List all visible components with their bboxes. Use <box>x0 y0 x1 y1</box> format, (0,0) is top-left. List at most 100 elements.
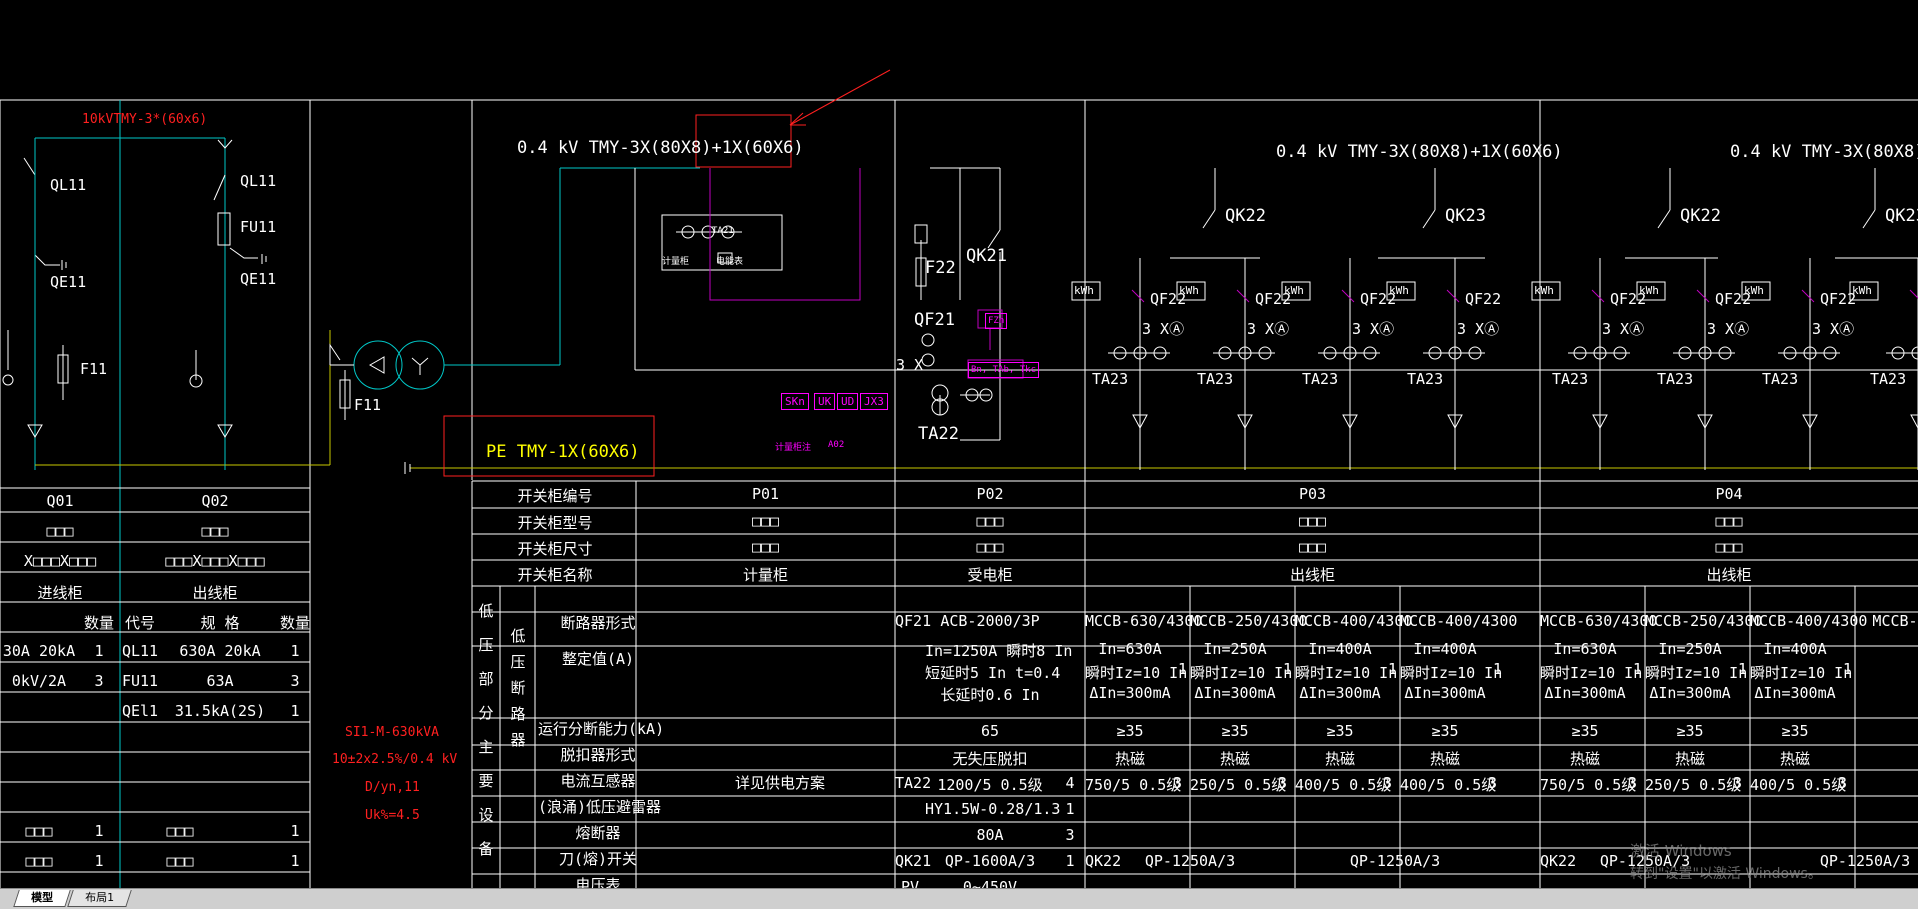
kwh-label: kWh <box>1389 284 1409 297</box>
p02-fuse: 80A <box>976 826 1004 844</box>
feeder-arrow <box>1447 414 1463 430</box>
ta23-label: TA23 <box>1407 370 1444 388</box>
header-value: □□□ <box>751 512 780 530</box>
meter-wire <box>709 168 861 301</box>
feeder-arrow <box>1132 414 1148 430</box>
header-value: □□□ <box>976 512 1004 530</box>
feeder-breaking: ≥35 <box>1781 722 1809 740</box>
red-note: 详见供电方案 <box>734 774 825 792</box>
delta-symbol <box>368 356 385 374</box>
table-cell: 30A 20kA <box>2 642 76 660</box>
p04-qk-code: QK22 <box>1540 852 1577 870</box>
table-cell: 1 <box>94 852 104 870</box>
feeder-setting: ΔIn=300mA <box>1089 684 1171 702</box>
ta23-label: TA23 <box>1870 370 1907 388</box>
qk-label: QK23 <box>1445 206 1486 226</box>
fu11-label: FU11 <box>240 218 277 236</box>
table-cell: FU11 <box>121 672 159 690</box>
kwh-box <box>1176 281 1206 301</box>
qk21-switch <box>987 229 1001 249</box>
item-label: 运行分断能力(kA) <box>538 720 665 738</box>
item-label: 脱扣器形式 <box>560 746 636 764</box>
p02-ta-code: TA22 <box>895 774 932 792</box>
table-cell: 1 <box>94 642 104 660</box>
feeder-ta: 400/5 0.5级 <box>1295 776 1392 794</box>
vert-title-char: 分 <box>478 704 494 722</box>
feeder-arrow <box>1802 414 1818 430</box>
feeder-setting: In=400A <box>1413 640 1477 658</box>
qk-label: QK22 <box>1225 206 1266 226</box>
qk-switch <box>1657 209 1671 229</box>
tab-model[interactable]: 模型 <box>13 890 71 907</box>
feeder-trip: 热磁 <box>1779 750 1810 768</box>
p02-breaking: 65 <box>980 722 1000 740</box>
item-label: 熔断器 <box>575 824 621 842</box>
hv-busbar-label: 10kVTMY-3*(60x6) <box>82 112 208 127</box>
p02-trip: 无失压脱扣 <box>952 750 1028 768</box>
three-xa-label: 3 XⒶ <box>1457 320 1500 338</box>
feeder-qty: 1 <box>1632 660 1643 678</box>
highlight-arrowhead <box>789 112 806 126</box>
layout-tab-bar: 模型 布局1 <box>0 888 1918 909</box>
breaker-mark <box>1446 289 1460 303</box>
feeder-arrow <box>1910 414 1918 430</box>
p02-ta-qty: 4 <box>1065 774 1075 792</box>
three-xa-label: 3 XⒶ <box>1812 320 1855 338</box>
header-value: □□□ <box>751 538 780 556</box>
feeder-trip: 热磁 <box>1429 750 1460 768</box>
qk-label: QK22 <box>1680 206 1721 226</box>
ta23-label: TA23 <box>1552 370 1589 388</box>
breaker-mark <box>1236 289 1250 303</box>
three-xa-label: 3 XⒶ <box>1247 320 1290 338</box>
table-cell: 3 <box>290 672 300 690</box>
feeder-qty: 1 <box>1387 660 1398 678</box>
feeder-type: MCCB-250/4300 <box>1645 612 1763 630</box>
feeder-setting: In=250A <box>1203 640 1267 658</box>
ta23-label: TA23 <box>1197 370 1234 388</box>
f22-label: F22 <box>925 258 956 278</box>
header-value: P02 <box>976 485 1004 503</box>
sub-vert-char: 压 <box>510 653 526 671</box>
p04-qk-b: QP-1250A/3 <box>1819 852 1911 870</box>
ql11-label-q01: QL11 <box>50 176 87 194</box>
q01-code: Q01 <box>46 492 74 510</box>
arrow-q02 <box>217 139 233 149</box>
transformer-primary <box>353 340 403 390</box>
f11-label-q01: F11 <box>80 360 108 378</box>
table-cell: 630A 20kA <box>179 642 261 660</box>
table-cell: 1 <box>290 642 300 660</box>
kwh-box <box>1071 281 1101 301</box>
feeder-qty: 1 <box>1282 660 1293 678</box>
table-cell: 0kV/2A <box>11 672 67 690</box>
feeder-setting: In=400A <box>1763 640 1827 658</box>
p03-qk-code: QK22 <box>1085 852 1122 870</box>
table-cell: □□□ <box>25 852 53 870</box>
kwh-small <box>717 252 733 264</box>
header-label: 开关柜型号 <box>517 514 593 532</box>
ql11-switch-q01 <box>23 157 36 176</box>
three-xa-label: 3 XⒶ <box>1707 320 1750 338</box>
vert-title-char: 要 <box>478 772 494 790</box>
p02-fuse-qty: 3 <box>1065 826 1075 844</box>
vert-title-char: 压 <box>478 636 494 654</box>
header-value: 计量柜 <box>742 566 788 584</box>
header-value: 出线柜 <box>1706 566 1752 584</box>
feeder-ta: 750/5 0.5级 <box>1540 776 1637 794</box>
tab-layout1[interactable]: 布局1 <box>67 890 132 907</box>
item-label: 断路器形式 <box>560 614 636 632</box>
header-value: P01 <box>751 485 780 503</box>
lv-busbar-label-p03: 0.4 kV TMY-3X(80X8)+1X(60X6) <box>1276 142 1563 162</box>
qk21-label: QK21 <box>966 246 1007 266</box>
feeder-setting: In=400A <box>1308 640 1372 658</box>
table-cell: X□□□X□□□ <box>23 552 97 570</box>
feeder-type: MCCB-630/4300 <box>1540 612 1658 630</box>
feeder-qty: 1 <box>1737 660 1748 678</box>
feeder-breaking: ≥35 <box>1221 722 1249 740</box>
qk-switch <box>1862 209 1876 229</box>
table-cell: 63A <box>206 672 234 690</box>
meter-box-uk: UK <box>814 393 836 410</box>
cad-drawing-canvas[interactable] <box>0 0 1918 888</box>
feeder-type: MCCB-400/4300 <box>1750 612 1868 630</box>
p02-setting: In=1250A 瞬时8 In <box>925 642 1073 660</box>
feeder-arrow <box>1697 414 1713 430</box>
